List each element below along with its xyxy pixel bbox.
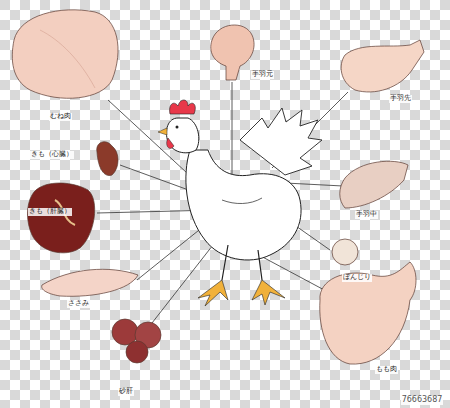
part-name: きも（肝臓） [28, 208, 72, 216]
part-name: 手羽元 [251, 71, 274, 79]
meat-parts [12, 10, 424, 364]
watermark: 76663687 [401, 396, 444, 405]
part-name: きも（心臓） [30, 151, 74, 159]
part-name: ささみ [67, 300, 90, 308]
part-name: もも肉 [375, 366, 398, 374]
part-name: むね肉 [49, 113, 72, 121]
leader-lines [97, 82, 348, 323]
part-name: 手羽先 [389, 95, 412, 103]
part-name: 手羽中 [355, 211, 378, 219]
part-name: 砂肝 [118, 388, 134, 396]
chicken-outline [158, 100, 322, 306]
part-name: ぼんじり [342, 274, 372, 282]
